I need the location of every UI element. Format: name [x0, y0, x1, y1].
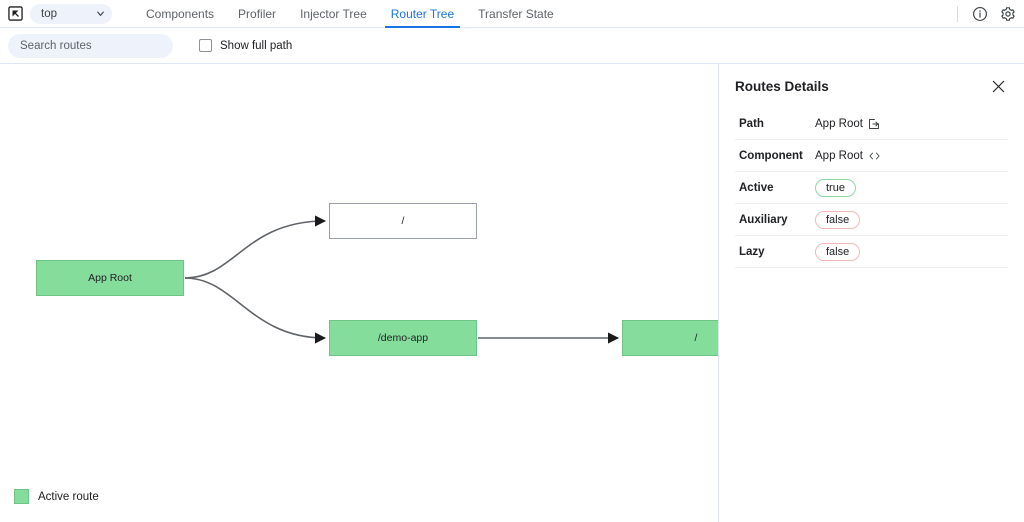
legend-swatch-active-route [14, 489, 29, 504]
gear-icon[interactable] [999, 5, 1016, 22]
details-value-component-text: App Root [815, 149, 863, 162]
frame-selector-value: top [41, 7, 57, 20]
details-badge-lazy: false [815, 242, 861, 261]
tab-injector-tree[interactable]: Injector Tree [300, 6, 367, 21]
router-tree-edges [184, 215, 620, 344]
details-row-active: Active true [735, 172, 1008, 204]
tab-router-tree[interactable]: Router Tree [379, 0, 466, 28]
details-row-path: Path App Root [735, 108, 1008, 140]
show-full-path-label: Show full path [220, 39, 293, 52]
tab-profiler[interactable]: Profiler [238, 6, 277, 21]
info-circle-icon[interactable] [971, 5, 988, 22]
details-value-component: App Root [815, 150, 881, 162]
route-node-app-root[interactable]: App Root [36, 260, 184, 296]
legend-label-active-route: Active route [38, 490, 99, 503]
route-node-demo-app[interactable]: /demo-app [329, 320, 477, 356]
toolbar-divider [957, 5, 958, 22]
route-node-root-slash[interactable]: / [329, 203, 477, 239]
details-key-path: Path [739, 117, 764, 130]
routes-details-header: Routes Details [735, 64, 1008, 108]
routes-details-panel: Routes Details Path App Root Component A… [718, 64, 1024, 522]
details-key-active: Active [739, 181, 774, 194]
toolbar-actions [957, 0, 1024, 28]
routes-details-title: Routes Details [735, 78, 829, 94]
details-row-component: Component App Root [735, 140, 1008, 172]
search-toolbar: Show full path [0, 28, 1024, 64]
details-value-path-text: App Root [815, 117, 863, 130]
tab-components[interactable]: Components [146, 6, 215, 21]
details-badge-auxiliary: false [815, 210, 861, 229]
router-tree-canvas[interactable]: App Root / /demo-app / Active route [0, 64, 718, 522]
open-route-icon[interactable] [868, 118, 880, 130]
chevron-down-icon [95, 8, 106, 19]
show-full-path-toggle[interactable]: Show full path [199, 39, 292, 52]
details-row-auxiliary: Auxiliary false [735, 204, 1008, 236]
details-row-lazy: Lazy false [735, 236, 1008, 268]
details-key-component: Component [739, 149, 803, 162]
search-routes-input[interactable] [8, 33, 173, 58]
tab-bar: Components Profiler Injector Tree Router… [134, 0, 566, 28]
inspect-element-icon[interactable] [7, 5, 24, 22]
code-brackets-icon[interactable] [868, 150, 881, 162]
top-toolbar: top Components Profiler Injector Tree Ro… [0, 0, 1024, 28]
close-icon[interactable] [988, 76, 1008, 96]
show-full-path-checkbox[interactable] [199, 39, 212, 52]
details-badge-active: true [815, 178, 856, 197]
frame-selector[interactable]: top [30, 3, 112, 24]
route-node-demo-slash[interactable]: / [622, 320, 718, 356]
details-key-lazy: Lazy [739, 245, 765, 258]
details-key-auxiliary: Auxiliary [739, 213, 788, 226]
details-value-path: App Root [815, 118, 880, 130]
tab-transfer-state[interactable]: Transfer State [478, 6, 554, 21]
legend: Active route [14, 489, 99, 504]
